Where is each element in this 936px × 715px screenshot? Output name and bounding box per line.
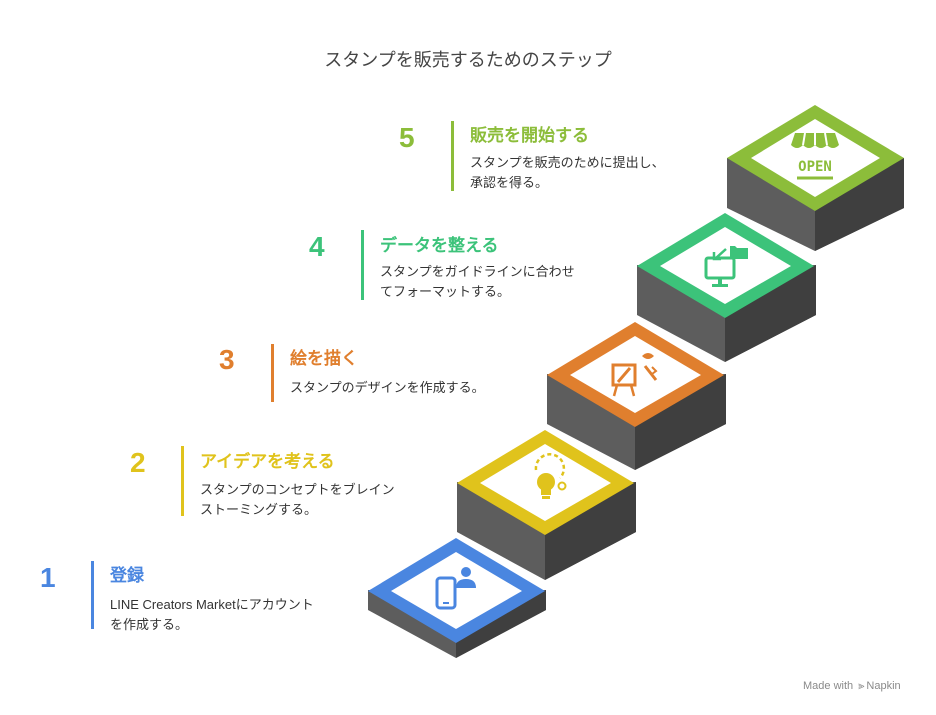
footer-made-with: Made with xyxy=(803,680,854,692)
step-4-title: データを整える xyxy=(380,236,499,256)
step-3-title: 絵を描く xyxy=(290,349,358,369)
step-5-title: 販売を開始する xyxy=(470,126,589,146)
step-5-number: 5 xyxy=(399,122,415,153)
step-2-description: スタンプのコンセプトをブレイン ストーミングする。 xyxy=(200,483,395,518)
step-3-description: スタンプのデザインを作成する。 xyxy=(290,381,485,396)
monitor-folder-icon xyxy=(704,246,748,287)
step-1-number: 1 xyxy=(40,562,56,593)
step-1-description: LINE Creators Marketにアカウント を作成する。 xyxy=(110,597,314,632)
step-3-bar xyxy=(271,344,274,402)
step-4-bar xyxy=(361,230,364,300)
step-2-number: 2 xyxy=(130,447,146,478)
step-3-number: 3 xyxy=(219,344,235,375)
step-4-description: スタンプをガイドラインに合わせ てフォーマットする。 xyxy=(380,265,575,300)
step-4-number: 4 xyxy=(309,231,325,262)
open-shop-icon: OPEN xyxy=(791,132,839,180)
easel-brush-icon xyxy=(611,353,658,397)
step-5-bar xyxy=(451,121,454,191)
napkin-logo-icon: ⫸ xyxy=(858,680,865,692)
phone-user-icon xyxy=(435,567,476,610)
page-title: スタンプを販売するためのステップ xyxy=(324,50,612,71)
stair-step-5 xyxy=(727,105,904,251)
lightbulb-icon xyxy=(534,453,567,499)
footer-credit: Made with ⫸Napkin xyxy=(803,680,901,693)
open-sign-text: OPEN xyxy=(798,159,832,175)
step-1-title: 登録 xyxy=(110,566,144,586)
step-5-description: スタンプを販売のために提出し、 承認を得る。 xyxy=(470,156,665,191)
step-1-bar xyxy=(91,561,94,629)
footer-brand: Napkin xyxy=(866,680,901,692)
step-2-title: アイデアを考える xyxy=(200,452,335,472)
step-2-bar xyxy=(181,446,184,516)
stair-step-4 xyxy=(637,213,816,362)
